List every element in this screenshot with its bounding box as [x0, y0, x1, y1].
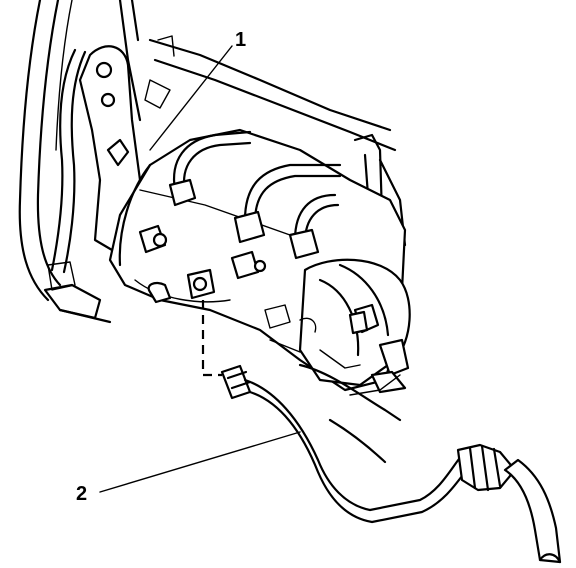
tube-fittings — [138, 178, 369, 335]
callout-label-1: 1 — [235, 29, 246, 51]
mounting-bracket — [78, 45, 142, 252]
leader-line-1 — [149, 45, 233, 151]
module-details — [264, 304, 361, 369]
frame-rail — [18, 0, 73, 302]
brake-pipe-assembly — [220, 364, 562, 564]
callout-label-2: 2 — [76, 483, 87, 505]
brake-lines-left — [43, 48, 112, 324]
alignment-dashed-line — [201, 300, 222, 377]
lower-cover — [298, 363, 402, 464]
leader-line-2 — [99, 431, 301, 493]
